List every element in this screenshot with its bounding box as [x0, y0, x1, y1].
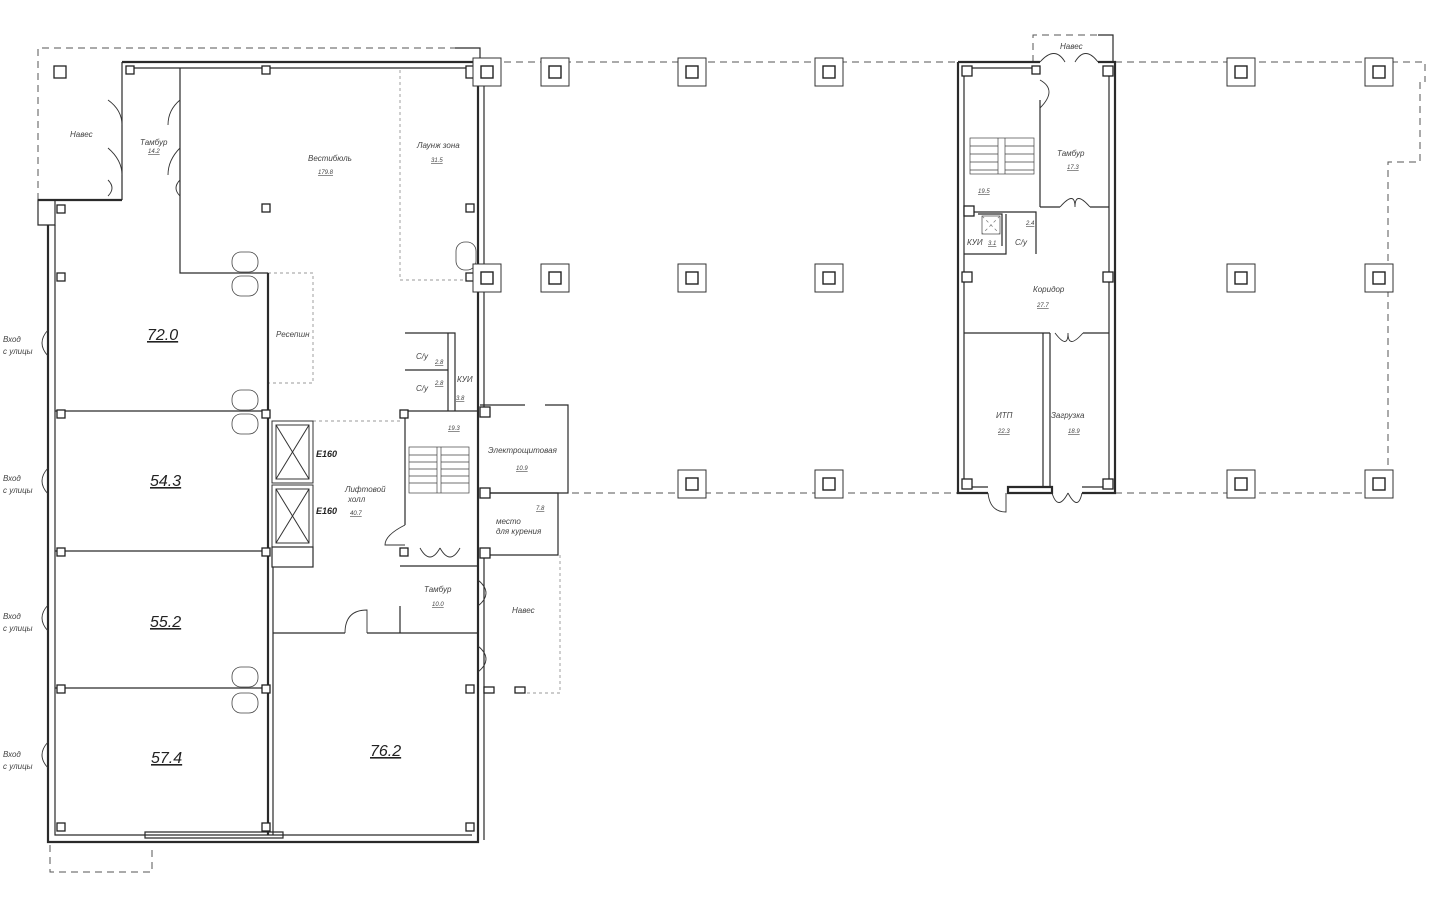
label-lounge: Лаунж зона [416, 141, 460, 150]
area-lift-hall: 40.7 [350, 511, 362, 517]
label-annex-naves: Навес [1060, 42, 1083, 51]
label-wc2: С/у [416, 384, 429, 393]
label-entrance-1a: Вход [3, 335, 21, 344]
main-building-walls [37, 47, 485, 844]
area-annex-corridor: 27.7 [1036, 303, 1049, 309]
label-entrance-1b: с улицы [3, 347, 33, 356]
label-fire-door-2: E160 [316, 506, 337, 516]
area-lounge: 31.5 [431, 158, 443, 164]
label-smoking-1: место [496, 517, 521, 526]
label-annex-kui: КУИ [967, 238, 983, 247]
labels-main: Навес Тамбур 14.2 Вестибюль 179.8 Лаунж … [3, 130, 558, 771]
area-electro: 10.9 [516, 466, 528, 472]
area-stair: 19.3 [448, 426, 460, 432]
doors-main [41, 99, 487, 769]
grid-columns [472, 57, 1394, 559]
area-smoking: 7.8 [536, 506, 545, 512]
area-annex-wc: 2.4 [1025, 221, 1035, 227]
label-electro: Электрощитовая [488, 446, 558, 455]
area-wc2: 2.8 [434, 381, 444, 387]
label-smoking-2: для курения [496, 527, 542, 536]
label-entrance-2a: Вход [3, 474, 21, 483]
area-annex-itp: 22.3 [997, 429, 1010, 435]
area-unit-3: 55.2 [150, 614, 181, 631]
canopy-outlines [37, 34, 1426, 873]
label-annex-corridor: Коридор [1033, 285, 1065, 294]
label-annex-itp: ИТП [996, 411, 1013, 420]
area-unit-1: 72.0 [147, 327, 178, 344]
annex-walls [956, 34, 1117, 513]
lift-shafts [271, 420, 314, 568]
label-wc1: С/у [416, 352, 429, 361]
sinks [231, 241, 477, 714]
label-entrance-2b: с улицы [3, 486, 33, 495]
area-unit-5: 76.2 [370, 743, 401, 760]
area-tambur-top: 14.2 [148, 149, 160, 155]
area-kui: 3.8 [456, 396, 465, 402]
label-fire-door-1: E160 [316, 449, 337, 459]
label-entrance-4b: с улицы [3, 762, 33, 771]
label-annex-tambur: Тамбур [1057, 149, 1085, 158]
label-vestibul: Вестибюль [308, 154, 352, 163]
area-unit-2: 54.3 [150, 473, 181, 490]
label-entrance-4a: Вход [3, 750, 21, 759]
label-reception: Ресепшн [276, 330, 310, 339]
label-kui: КУИ [457, 375, 473, 384]
area-wc1: 2.8 [434, 360, 444, 366]
label-annex-wc: С/у [1015, 238, 1028, 247]
label-tambur-bottom: Тамбур [424, 585, 452, 594]
label-tambur-top: Тамбур [140, 138, 168, 147]
label-naves-bottom: Навес [512, 606, 535, 615]
columns-main [53, 65, 526, 832]
label-naves-top: Навес [70, 130, 93, 139]
area-annex-kui: 3.1 [988, 241, 996, 247]
label-lift-hall-2: холл [347, 495, 366, 504]
area-vestibul: 179.8 [318, 170, 334, 176]
area-annex-tambur: 17.3 [1067, 165, 1079, 171]
label-annex-loading: Загрузка [1051, 411, 1085, 420]
label-lift-hall-1: Лифтовой [344, 485, 386, 494]
area-unit-4: 57.4 [151, 750, 182, 767]
label-entrance-3a: Вход [3, 612, 21, 621]
label-entrance-3b: с улицы [3, 624, 33, 633]
labels-annex: Навес 19.5 Тамбур 17.3 КУИ 3.1 С/у 2.4 К… [967, 42, 1085, 435]
area-annex-stair: 19.5 [978, 189, 990, 195]
area-tambur-bottom: 10.0 [432, 602, 444, 608]
main-stair [408, 446, 470, 494]
area-annex-loading: 18.9 [1068, 429, 1080, 435]
